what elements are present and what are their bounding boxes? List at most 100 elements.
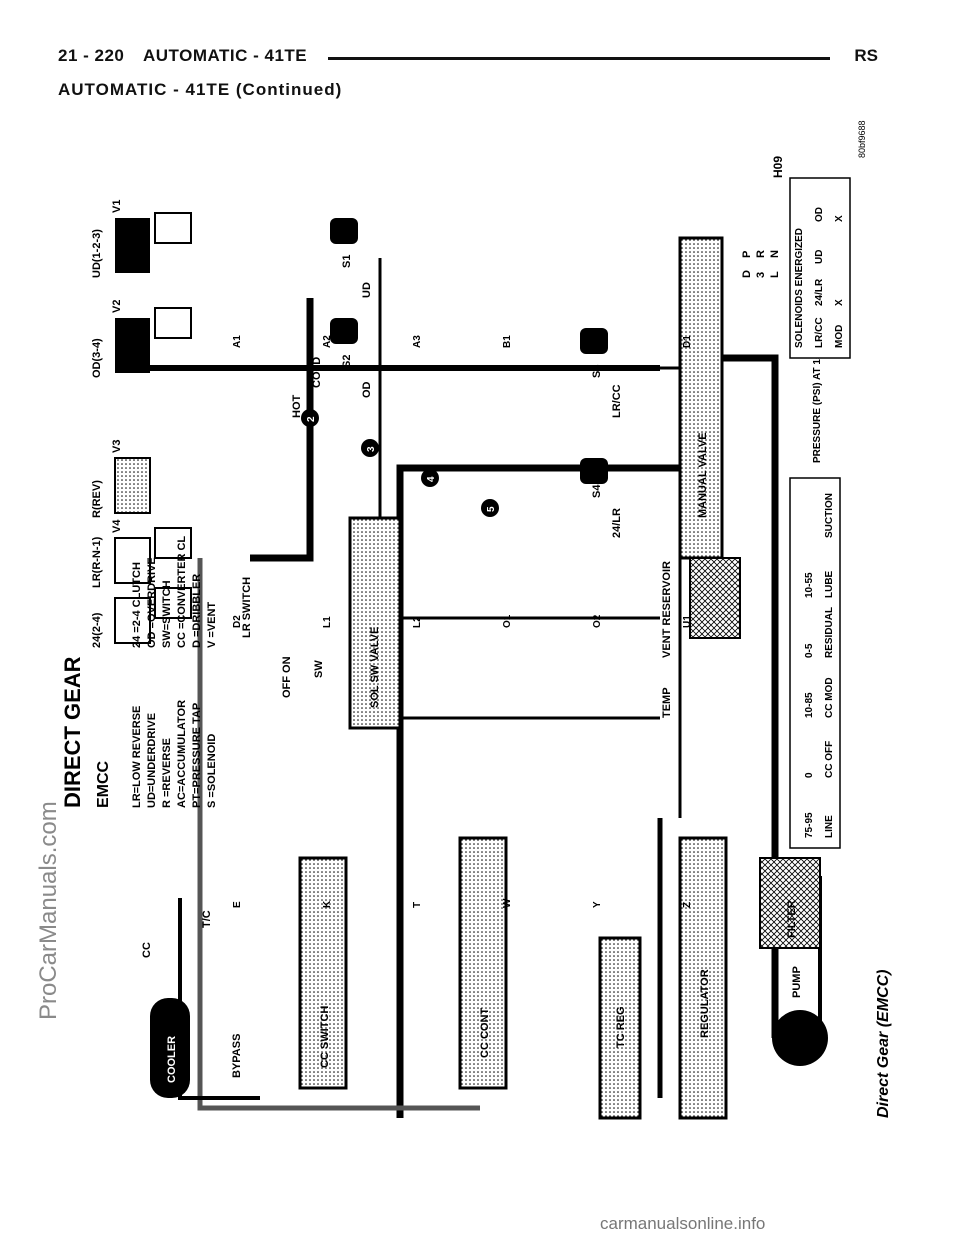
pressure-value: 75-95 <box>804 812 815 838</box>
lube-circuit <box>178 898 260 1100</box>
label-tc: T/C <box>201 910 213 928</box>
watermark-left: ProCarManuals.com <box>35 801 62 1020</box>
legend-entry: SW=SWITCH <box>161 580 173 648</box>
solenoid-header: OD <box>814 207 825 222</box>
shift-position-label: 3 <box>755 272 767 278</box>
pressure-label: SUCTION <box>824 493 835 538</box>
passage-label: Y <box>592 901 603 908</box>
cooler <box>150 998 190 1098</box>
watermark-left-text: ProCarManuals.com <box>35 801 62 1020</box>
page-header: 21 - 220 AUTOMATIC - 41TE RS <box>58 42 878 72</box>
legend-entry: CC =CONVERTER CL <box>176 536 188 648</box>
solenoid-function-label: UD <box>361 282 373 298</box>
cc-off-circuit <box>396 464 690 1118</box>
label-temp: TEMP <box>661 687 673 718</box>
label-cold: COLD <box>311 357 323 388</box>
pressure-value: 0 <box>804 772 815 778</box>
check-ball-number: 3 <box>366 446 377 452</box>
label-tc-reg: TC REG <box>615 1006 627 1048</box>
regulator-valve <box>678 836 728 1120</box>
pressure-label: CC OFF <box>824 741 835 778</box>
solenoid-value: X <box>834 215 845 222</box>
solenoid-table-title: SOLENOIDS ENERGIZED <box>794 228 805 348</box>
pressure-label: RESIDUAL <box>824 607 835 658</box>
legend-entry: S =SOLENOID <box>206 734 218 808</box>
pressure-label: LUBE <box>824 570 835 598</box>
passage-label: D1 <box>682 335 693 348</box>
component-labels: COOLER BYPASS CC SWITCH CC CONT TC REG R… <box>141 357 803 1083</box>
passage-label: L2 <box>412 616 423 628</box>
label-cooler: COOLER <box>166 1036 178 1083</box>
shift-position-label: N <box>769 250 781 258</box>
continued-heading: AUTOMATIC - 41TE (Continued) <box>58 80 343 99</box>
passage-label: L1 <box>322 616 333 628</box>
clutch-blocks <box>114 218 151 644</box>
passage-label: B1 <box>502 335 513 348</box>
solenoid-header: LR/CC <box>814 317 825 348</box>
check-ball <box>481 499 499 517</box>
solenoid-value: X <box>834 299 845 306</box>
label-regulator: REGULATOR <box>699 969 711 1038</box>
solenoid-function-label: LR/CC <box>611 384 623 418</box>
header-left: 21 - 220 AUTOMATIC - 41TE <box>58 46 321 66</box>
passage-label: A3 <box>412 335 423 348</box>
section-title: AUTOMATIC - 41TE <box>142 46 308 65</box>
shift-position-label: L <box>769 271 781 278</box>
passage-label: K <box>322 900 333 908</box>
pressure-table-title: PRESSURE (PSI) AT 1500 RPM <box>812 317 823 463</box>
pressure-label: CC MOD <box>824 677 835 718</box>
solenoid-function-label: OD <box>361 381 373 398</box>
shift-position-label: D <box>741 270 753 278</box>
label-hot: HOT <box>291 395 303 419</box>
solenoids <box>330 218 608 484</box>
passage-label: O1 <box>502 614 513 628</box>
shift-position-label: P <box>741 251 753 258</box>
manual-circuit-l2 <box>520 366 682 818</box>
legend-entry: PT=PRESSURE TAP <box>191 703 203 808</box>
passage-label: B2 <box>592 335 603 348</box>
pump <box>772 1010 828 1066</box>
filter <box>759 857 821 949</box>
passage-label: A1 <box>232 335 243 348</box>
sol-sw-valve <box>348 516 402 730</box>
accumulators <box>154 212 192 619</box>
label-vent-reservoir: VENT RESERVOIR <box>661 561 673 658</box>
vent-label: V1 <box>111 200 123 213</box>
diagram-subtitle: EMCC <box>95 760 112 808</box>
pressure-value: 10-55 <box>804 572 815 598</box>
pressure-value: 10-85 <box>804 692 815 718</box>
label-bypass: BYPASS <box>231 1034 243 1078</box>
passage-label: W <box>502 898 513 908</box>
label-sw-1: SW <box>313 660 325 678</box>
manual-valve <box>678 236 724 560</box>
legend-entry: LR=LOW REVERSE <box>131 706 143 808</box>
ud-circuit <box>250 298 314 562</box>
clutch-label: LR(R-N-1) <box>91 536 103 588</box>
label-sol-sw-valve: SOL SW VALVE <box>369 627 381 708</box>
label-cc-cont: CC CONT <box>479 1008 491 1058</box>
figure-code: H09 <box>771 156 785 178</box>
check-ball-number: 5 <box>486 506 497 512</box>
solenoid-value: MOD <box>834 325 845 348</box>
solenoid-label: S2 <box>341 355 353 368</box>
check-ball <box>301 409 319 427</box>
clutch-label: UD(1-2-3) <box>91 229 103 278</box>
label-cc-switch: CC SWITCH <box>319 1006 331 1068</box>
pressure-label: LINE <box>824 815 835 838</box>
page-number: 21 - 220 <box>58 46 125 65</box>
clutch-label: 24(2-4) <box>91 612 103 648</box>
legend-entry: V =VENT <box>206 602 218 648</box>
section-code: RS <box>854 46 878 65</box>
tc-reg-valve <box>598 936 642 1120</box>
passage-label: O2 <box>592 614 603 628</box>
vent-label: V2 <box>111 300 123 313</box>
shift-position-label: R <box>755 250 767 258</box>
passage-label: Z <box>682 902 693 908</box>
label-pump: PUMP <box>791 966 803 998</box>
diagram-title: DIRECT GEAR <box>60 656 85 808</box>
